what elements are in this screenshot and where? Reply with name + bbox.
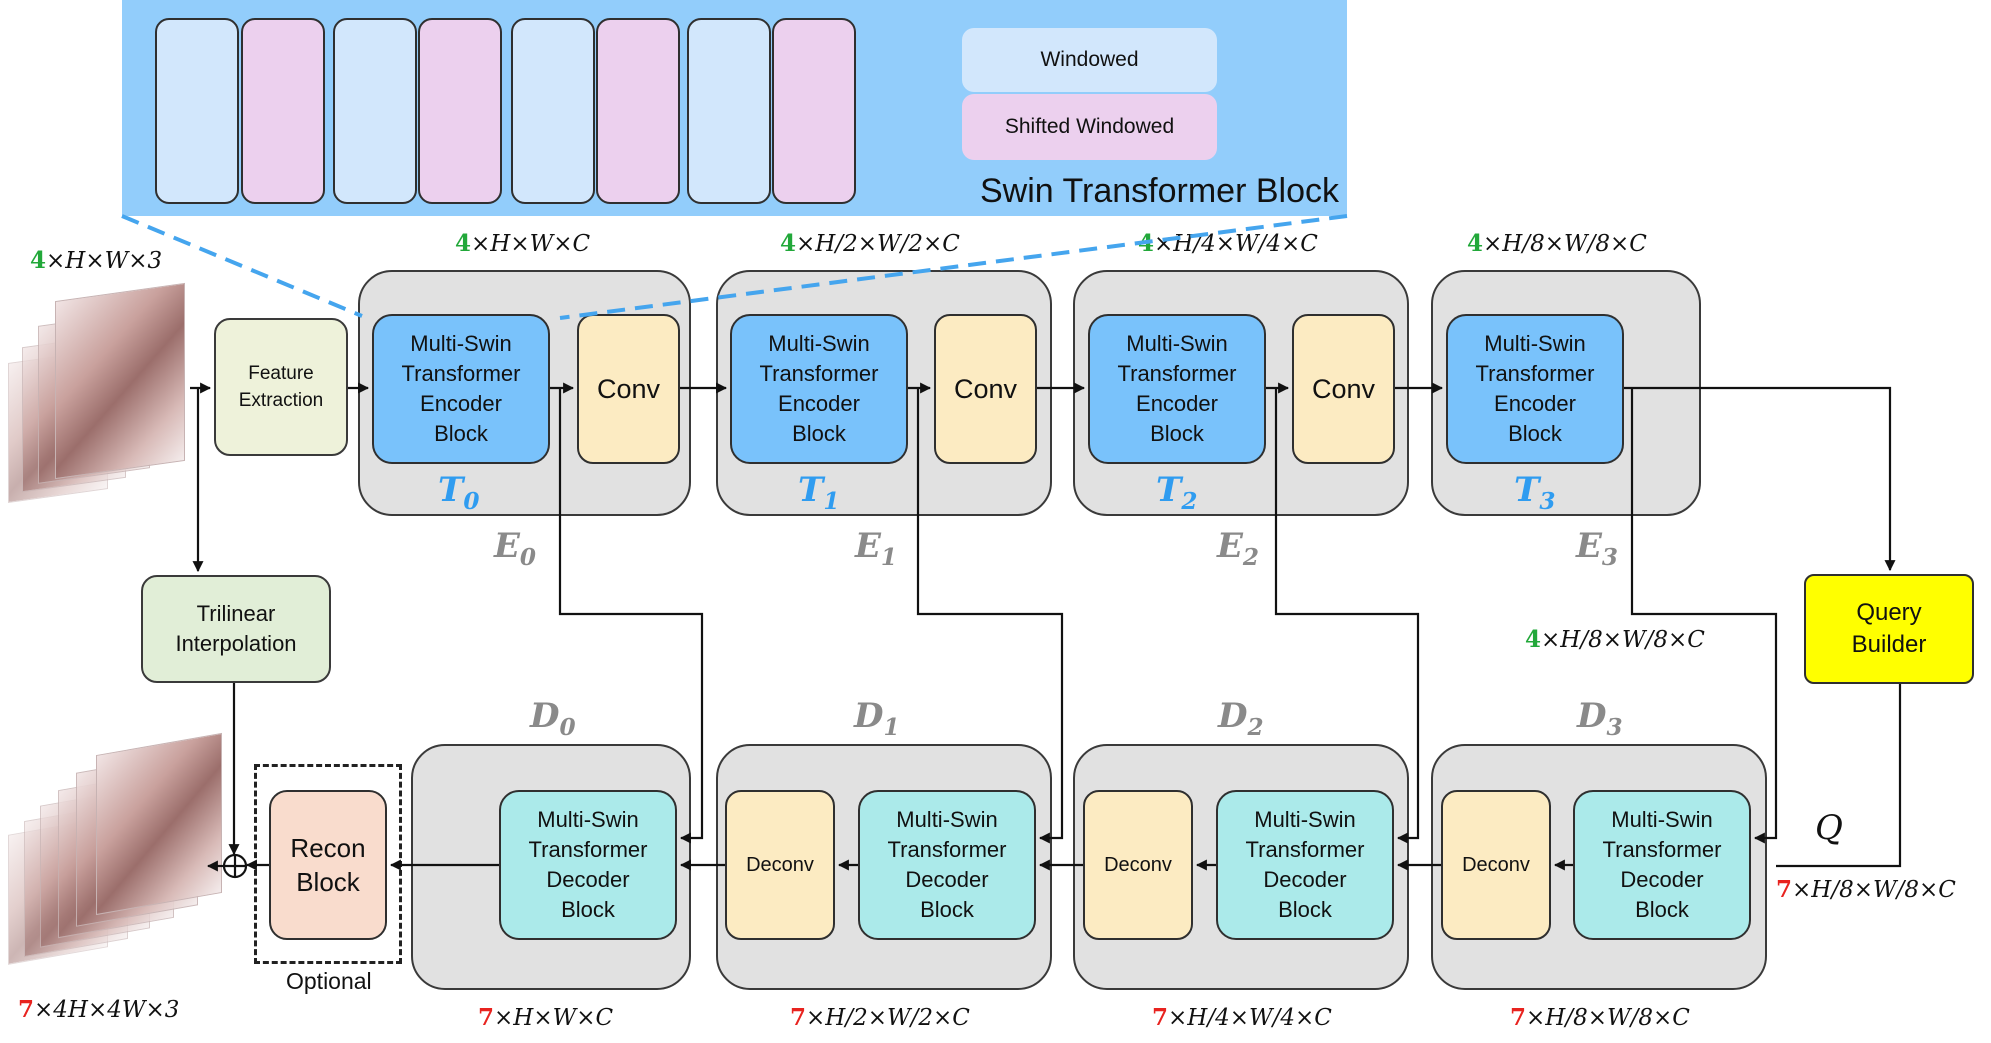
conv-block-2: Conv [1292,314,1395,464]
skip-0 [558,388,704,844]
skip-3 [1630,388,1778,844]
skip-1 [916,388,1064,844]
windowed-bar [687,18,771,204]
output-dims: 7×4H×4W×3 [18,996,180,1023]
d-label-1: D1 [854,696,900,742]
legend-shifted-windowed: Shifted Windowed [962,94,1217,160]
e-label-0: E0 [494,526,537,572]
shifted-windowed-bar [596,18,680,204]
encoder-dims-3: 4×H/8×W/8×C [1467,230,1647,257]
query-label: Q [1815,808,1843,848]
t-label-2: T2 [1156,470,1198,516]
decoder-dims-0: 7×H×W×C [478,1004,614,1031]
shifted-windowed-bar [241,18,325,204]
decoder-dims-1: 7×H/2×W/2×C [790,1004,970,1031]
decoder-dims-3: 7×H/8×W/8×C [1510,1004,1690,1031]
deconv-block-3: Deconv [1441,790,1551,940]
swin-block-title: Swin Transformer Block [980,172,1339,210]
decoder-dims-2: 7×H/4×W/4×C [1152,1004,1332,1031]
shifted-windowed-bar [418,18,502,204]
deconv-block-2: Deconv [1083,790,1193,940]
skip-2 [1274,388,1420,844]
d-label-0: D0 [530,696,576,742]
d-label-3: D3 [1577,696,1623,742]
e-label-3: E3 [1576,526,1619,572]
t-label-1: T1 [798,470,840,516]
e-label-2: E2 [1217,526,1260,572]
encoder-dims-0: 4×H×W×C [455,230,591,257]
d-label-2: D2 [1218,696,1264,742]
t-label-0: T0 [438,470,480,516]
legend-windowed: Windowed [962,28,1217,92]
deconv-block-1: Deconv [725,790,835,940]
windowed-bar [333,18,417,204]
t-label-3: T3 [1514,470,1556,516]
windowed-bar [155,18,239,204]
shifted-windowed-bar [772,18,856,204]
windowed-bar [511,18,595,204]
encoder-dims-1: 4×H/2×W/2×C [780,230,960,257]
conv-block-1: Conv [934,314,1037,464]
skip-dims: 4×H/8×W/8×C [1525,626,1705,653]
input-dims: 4×H×W×3 [30,247,163,274]
e-label-1: E1 [855,526,898,572]
query-dims: 7×H/8×W/8×C [1776,876,1956,903]
zoom-line-left [121,214,363,318]
optional-label: Optional [286,968,372,994]
conv-block-0: Conv [577,314,680,464]
zoom-line-right [559,214,1348,320]
arrow-enc3-qb [1624,386,1896,572]
